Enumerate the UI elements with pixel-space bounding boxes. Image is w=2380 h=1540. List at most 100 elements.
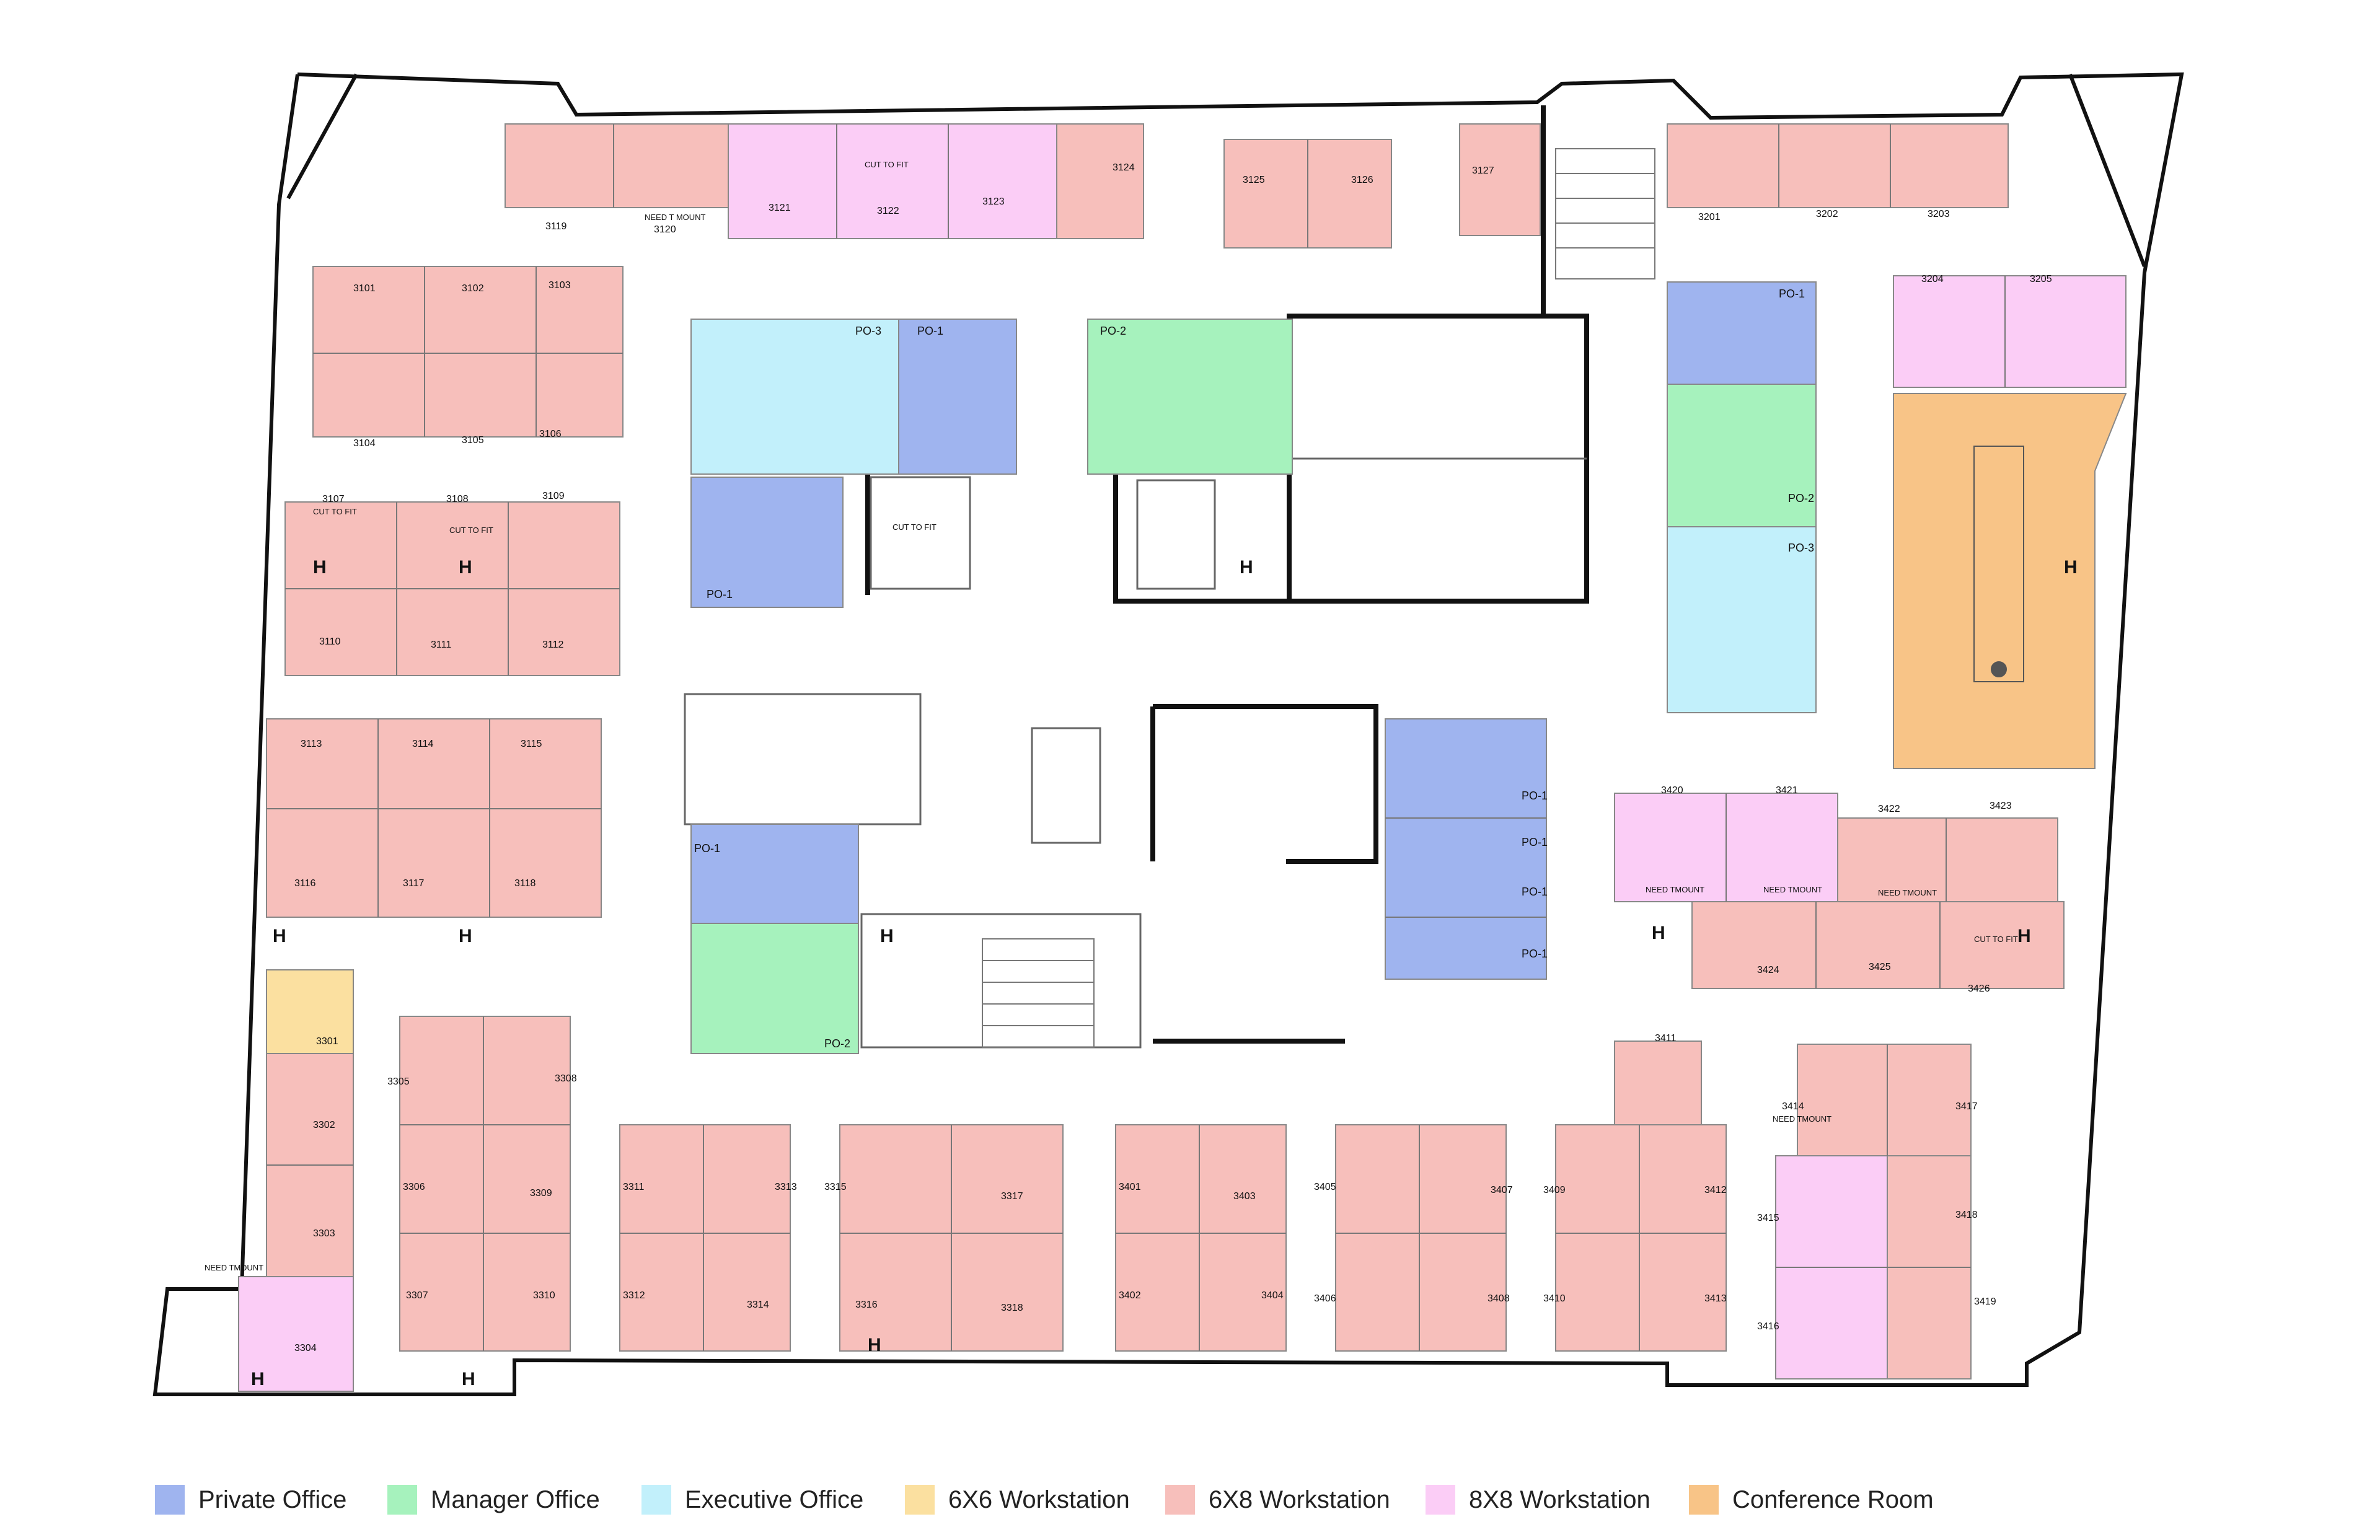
workstation-labels: 3101 3102 3103 3104 3105 3106 3107 3108 … xyxy=(294,162,2052,1353)
ws-label: 3307 xyxy=(406,1290,428,1301)
ws-label: 3201 xyxy=(1698,212,1721,222)
ws-label: 3303 xyxy=(313,1228,335,1239)
ws-label: 3127 xyxy=(1472,165,1494,176)
h-marker: H xyxy=(462,1369,475,1389)
office-label: PO-1 xyxy=(694,842,720,855)
ws-label: 3313 xyxy=(775,1182,797,1192)
ws-label: 3102 xyxy=(462,283,484,294)
office-label: PO-3 xyxy=(1788,542,1814,554)
need-tmount-note: NEED TMOUNT xyxy=(1878,888,1937,897)
ws-label: 3117 xyxy=(403,878,425,889)
ws-label: 3411 xyxy=(1655,1033,1677,1044)
h-marker: H xyxy=(1240,557,1253,578)
ws-label: 3312 xyxy=(623,1290,645,1301)
need-tmount-note: NEED TMOUNT xyxy=(205,1263,263,1272)
legend-item-executive-office: Executive Office xyxy=(641,1478,863,1521)
ws-label: 3301 xyxy=(316,1036,338,1047)
h-markers: H H H H H H H H H H H H xyxy=(251,557,2078,1389)
ws-label: 3205 xyxy=(2030,274,2052,284)
ws-label: 3305 xyxy=(387,1076,410,1087)
conference-table xyxy=(1973,446,2024,682)
ws-label: 3118 xyxy=(514,878,536,889)
office-labels: PO-3 PO-1 PO-2 PO-1 PO-1 PO-2 PO-1 PO-2 … xyxy=(694,288,1814,1050)
ws-label: 3308 xyxy=(555,1073,577,1084)
legend-swatch xyxy=(155,1485,185,1515)
ws-label: 3413 xyxy=(1704,1293,1727,1304)
legend-swatch xyxy=(1426,1485,1455,1515)
office-label: PO-1 xyxy=(1522,790,1548,802)
ws-label: 3112 xyxy=(542,640,564,650)
ws-label: 3110 xyxy=(319,636,341,647)
ws-label: 3106 xyxy=(539,429,562,439)
legend-swatch xyxy=(1165,1485,1195,1515)
cut-to-fit-note: CUT TO FIT xyxy=(892,522,937,532)
ws-label: 3421 xyxy=(1776,785,1798,796)
ws-label: 3108 xyxy=(446,494,469,504)
ws-label: 3311 xyxy=(623,1182,645,1192)
ws-label: 3315 xyxy=(824,1182,847,1192)
annotation-notes: CUT TO FIT CUT TO FIT CUT TO FIT CUT TO … xyxy=(205,160,2018,1272)
legend-label: Private Office xyxy=(198,1485,347,1513)
ws-label: 3103 xyxy=(549,280,571,291)
ws-label: 3203 xyxy=(1928,209,1950,219)
office-label: PO-2 xyxy=(824,1037,850,1050)
ws-label: 3116 xyxy=(294,878,316,889)
ws-label: 3107 xyxy=(322,494,345,504)
ws-label: 3125 xyxy=(1243,175,1265,185)
need-t-mount-note: NEED T MOUNT xyxy=(645,213,706,222)
ws-label: 3122 xyxy=(877,206,899,216)
ws-label: 3204 xyxy=(1921,274,1944,284)
ws-label: 3124 xyxy=(1113,162,1135,173)
h-marker: H xyxy=(880,926,894,946)
h-marker: H xyxy=(2064,557,2078,578)
ws-label: 3314 xyxy=(747,1300,769,1310)
legend-swatch xyxy=(1689,1485,1719,1515)
legend-label: 6X6 Workstation xyxy=(948,1485,1130,1513)
legend-item-6x8-workstation: 6X8 Workstation xyxy=(1165,1478,1390,1521)
need-tmount-note: NEED TMOUNT xyxy=(1763,885,1822,894)
legend-label: Executive Office xyxy=(685,1485,864,1513)
stairs xyxy=(982,148,1655,1048)
need-tmount-note: NEED TMOUNT xyxy=(1773,1114,1831,1124)
ws-label: 3318 xyxy=(1001,1303,1023,1313)
cut-to-fit-note: CUT TO FIT xyxy=(449,526,493,535)
office-label: PO-1 xyxy=(1779,288,1805,300)
need-tmount-note: NEED TMOUNT xyxy=(1646,885,1704,894)
legend-label: 6X8 Workstation xyxy=(1209,1485,1390,1513)
ws-label: 3316 xyxy=(855,1300,878,1310)
ws-label: 3412 xyxy=(1704,1185,1727,1195)
ws-label: 3119 xyxy=(545,221,567,232)
ws-label: 3104 xyxy=(353,438,376,449)
ws-label: 3426 xyxy=(1968,983,1990,994)
ws-label: 3115 xyxy=(521,739,542,749)
cut-to-fit-note: CUT TO FIT xyxy=(865,160,909,169)
h-marker: H xyxy=(868,1335,881,1355)
h-marker: H xyxy=(273,926,286,946)
ws-label: 3306 xyxy=(403,1182,425,1192)
legend-item-manager-office: Manager Office xyxy=(387,1478,600,1521)
ws-label: 3403 xyxy=(1233,1191,1256,1202)
ws-label: 3317 xyxy=(1001,1191,1023,1202)
ws-label: 3418 xyxy=(1955,1210,1978,1220)
ws-label: 3420 xyxy=(1661,785,1683,796)
ws-label: 3121 xyxy=(769,203,791,213)
ws-label: 3304 xyxy=(294,1343,317,1353)
ws-label: 3416 xyxy=(1757,1321,1779,1332)
ws-label: 3401 xyxy=(1119,1182,1141,1192)
ws-label: 3309 xyxy=(530,1188,552,1199)
cut-to-fit-note: CUT TO FIT xyxy=(1974,935,2018,944)
office-label: PO-3 xyxy=(855,325,881,337)
ws-label: 3409 xyxy=(1543,1185,1566,1195)
office-label: PO-1 xyxy=(1522,948,1548,960)
workstation-dividers xyxy=(267,124,2006,1351)
legend-label: Conference Room xyxy=(1732,1485,1934,1513)
legend-swatch xyxy=(905,1485,935,1515)
zones xyxy=(238,123,2127,1392)
ws-label: 3113 xyxy=(301,739,322,749)
ws-label: 3406 xyxy=(1314,1293,1336,1304)
cut-to-fit-note: CUT TO FIT xyxy=(313,507,357,516)
ws-label: 3123 xyxy=(982,196,1005,207)
ws-label: 3405 xyxy=(1314,1182,1336,1192)
ws-label: 3417 xyxy=(1955,1101,1978,1112)
ws-label: 3101 xyxy=(353,283,376,294)
